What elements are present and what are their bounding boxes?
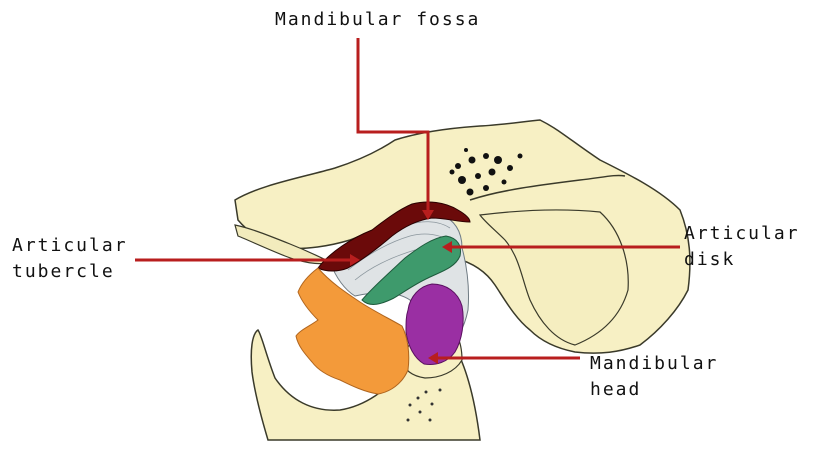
- lateral-pterygoid-muscle: [295, 267, 410, 395]
- label-mandibular-fossa: Mandibular fossa: [275, 9, 481, 30]
- fossa-arrowhead: [422, 210, 434, 220]
- mandibular-fossa-region: [317, 201, 471, 272]
- pointer-arrowheads: [350, 210, 452, 364]
- label-articular-disk-line2: disk: [684, 249, 736, 270]
- bone-stippling: [406, 388, 442, 422]
- fossa-pointer: [356, 38, 430, 214]
- label-articular-disk-line1: Articular: [684, 223, 800, 244]
- tubercle-arrowhead: [350, 254, 360, 266]
- label-articular-tubercle-line2: tubercle: [12, 261, 115, 282]
- petrous-region: [478, 209, 629, 346]
- bone-contour: [469, 174, 626, 201]
- articular-disk-region: [361, 235, 461, 305]
- disk-arrowhead: [442, 241, 452, 253]
- mastoid-air-cells: [449, 148, 523, 196]
- label-mandibular-head-line1: Mandibular: [590, 353, 719, 374]
- label-mandibular-head-line2: head: [590, 379, 642, 400]
- pointer-lines: [135, 38, 680, 360]
- mandibular-head-region: [405, 283, 464, 365]
- label-articular-tubercle-line1: Articular: [12, 235, 128, 256]
- head-arrowhead: [428, 352, 438, 364]
